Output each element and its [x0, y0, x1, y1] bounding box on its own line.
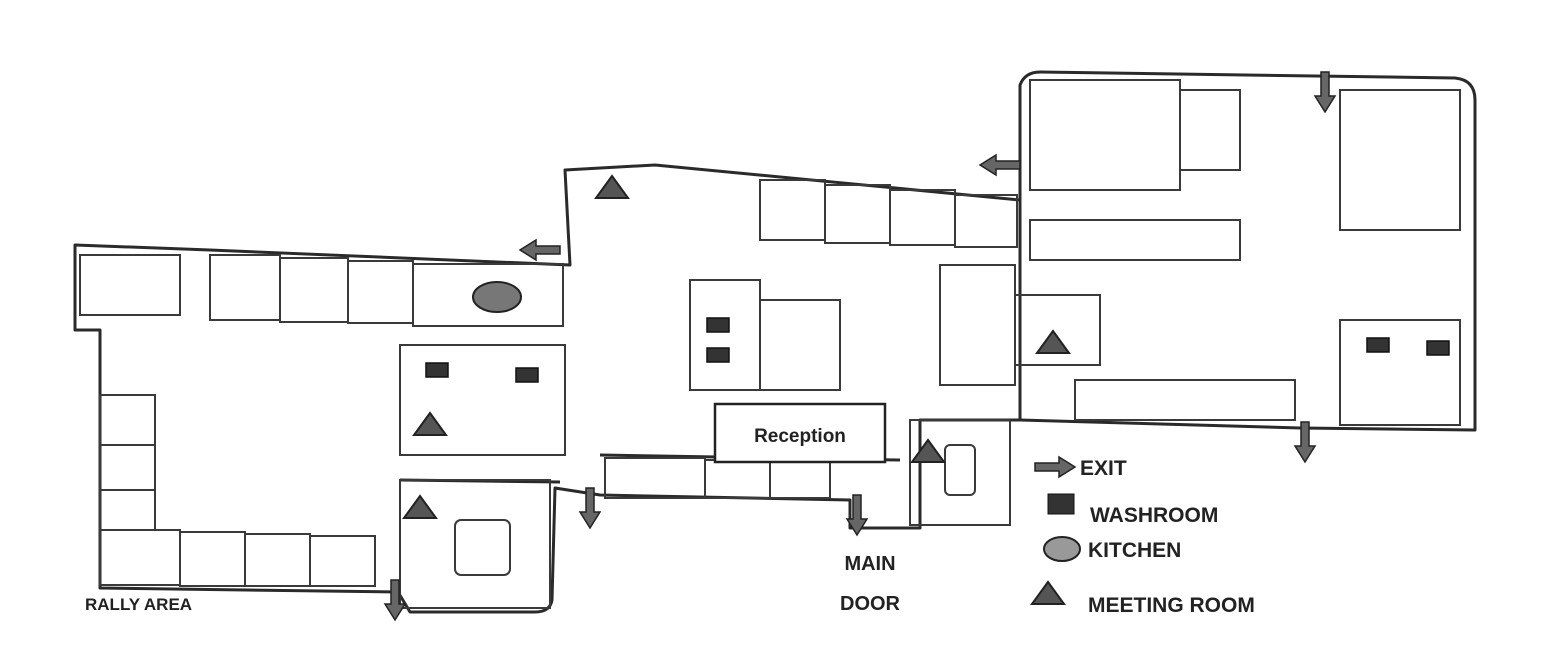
- washroom-square-icon: [1047, 493, 1075, 515]
- meeting-room-markers: [403, 175, 1070, 519]
- legend-kitchen-label: KITCHEN: [1088, 539, 1181, 562]
- main-door-label-line1: MAIN: [844, 553, 895, 575]
- washroom-markers: [425, 317, 1450, 383]
- legend-exit-label: EXIT: [1080, 457, 1127, 480]
- reception-desk: [713, 402, 887, 464]
- legend-meeting-room-label: MEETING ROOM: [1088, 594, 1255, 617]
- building-outline: [73, 70, 1477, 614]
- reception-label: Reception: [754, 426, 846, 447]
- kitchen-ellipse-icon: [1043, 536, 1081, 562]
- exit-arrow-icon: [1034, 456, 1076, 478]
- rally-area-label: RALLY AREA: [85, 595, 192, 614]
- kitchen-marker: [472, 281, 522, 313]
- legend: EXIT WASHROOM KITCHEN MEETING ROOM: [1031, 456, 1255, 617]
- meeting-room-triangle-icon: [1031, 581, 1065, 605]
- main-door-label-line2: DOOR: [840, 593, 901, 615]
- rooms: [79, 79, 1461, 609]
- legend-washroom-label: WASHROOM: [1090, 504, 1218, 527]
